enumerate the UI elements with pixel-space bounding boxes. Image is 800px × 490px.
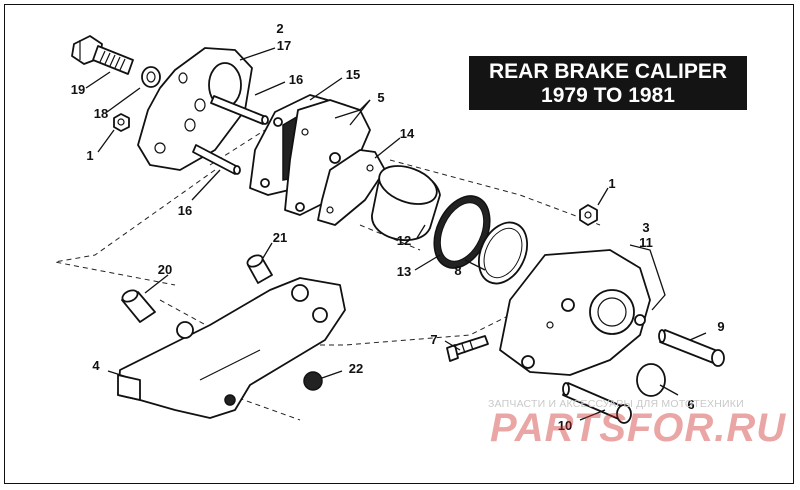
callout-16-top: 16 — [289, 72, 303, 87]
callout-6: 6 — [687, 397, 694, 412]
caliper-housing-part — [499, 249, 651, 376]
callout-3: 3 — [642, 220, 649, 235]
callout-5: 5 — [377, 90, 384, 105]
washer-part — [141, 66, 161, 88]
piston-part — [371, 165, 441, 242]
nut-left-part — [113, 113, 130, 132]
callout-11: 11 — [639, 235, 653, 250]
callout-8: 8 — [454, 263, 461, 278]
callout-12: 12 — [397, 233, 411, 248]
callout-1-left: 1 — [86, 148, 93, 163]
guide-pins-part — [192, 95, 269, 175]
title-line-1: REAR BRAKE CALIPER — [488, 60, 727, 83]
bolt-part — [71, 35, 134, 75]
anti-rattle-spring-part — [317, 149, 386, 226]
callout-18: 18 — [94, 106, 108, 121]
seal-part — [433, 195, 491, 269]
callout-16-bottom: 16 — [178, 203, 192, 218]
title-line-2: 1979 TO 1981 — [541, 84, 675, 107]
mounting-plate-part — [137, 47, 253, 171]
callout-7: 7 — [430, 332, 437, 347]
diagram-title-box: REAR BRAKE CALIPER 1979 TO 1981 — [469, 56, 747, 110]
nut-right-part — [579, 204, 598, 226]
callout-1-right: 1 — [608, 176, 615, 191]
leader-lines — [85, 47, 707, 421]
bracket-part — [117, 277, 346, 419]
diagram-frame — [4, 4, 794, 484]
callout-2: 2 — [276, 21, 283, 36]
callout-19: 19 — [71, 82, 85, 97]
callout-21: 21 — [273, 230, 287, 245]
pin-lower-part — [562, 382, 632, 424]
callout-9: 9 — [717, 319, 724, 334]
callout-14: 14 — [400, 126, 415, 141]
pin-right-part — [658, 329, 725, 367]
callout-17: 17 — [277, 38, 291, 53]
callout-13: 13 — [397, 264, 411, 279]
cover-plate-part — [636, 363, 666, 397]
boot-ring-part — [478, 221, 528, 285]
bushing-20-part — [121, 289, 156, 323]
watermark-logo: PARTSFOR.RU — [490, 406, 787, 450]
bleeder-screw-part — [446, 335, 489, 362]
bushing-21-part — [246, 254, 273, 284]
callout-10: 10 — [558, 418, 572, 433]
cap-part — [303, 371, 323, 391]
callout-labels: 19 18 1 2 17 16 15 5 14 16 1 3 11 12 13 … — [71, 21, 725, 433]
callout-20: 20 — [158, 262, 172, 277]
callout-22: 22 — [349, 361, 363, 376]
watermark-subtitle: ЗАПЧАСТИ И АКСЕССУАРЫ ДЛЯ МОТОТЕХНИКИ — [488, 398, 744, 410]
callout-4: 4 — [92, 358, 100, 373]
callout-15: 15 — [346, 67, 360, 82]
